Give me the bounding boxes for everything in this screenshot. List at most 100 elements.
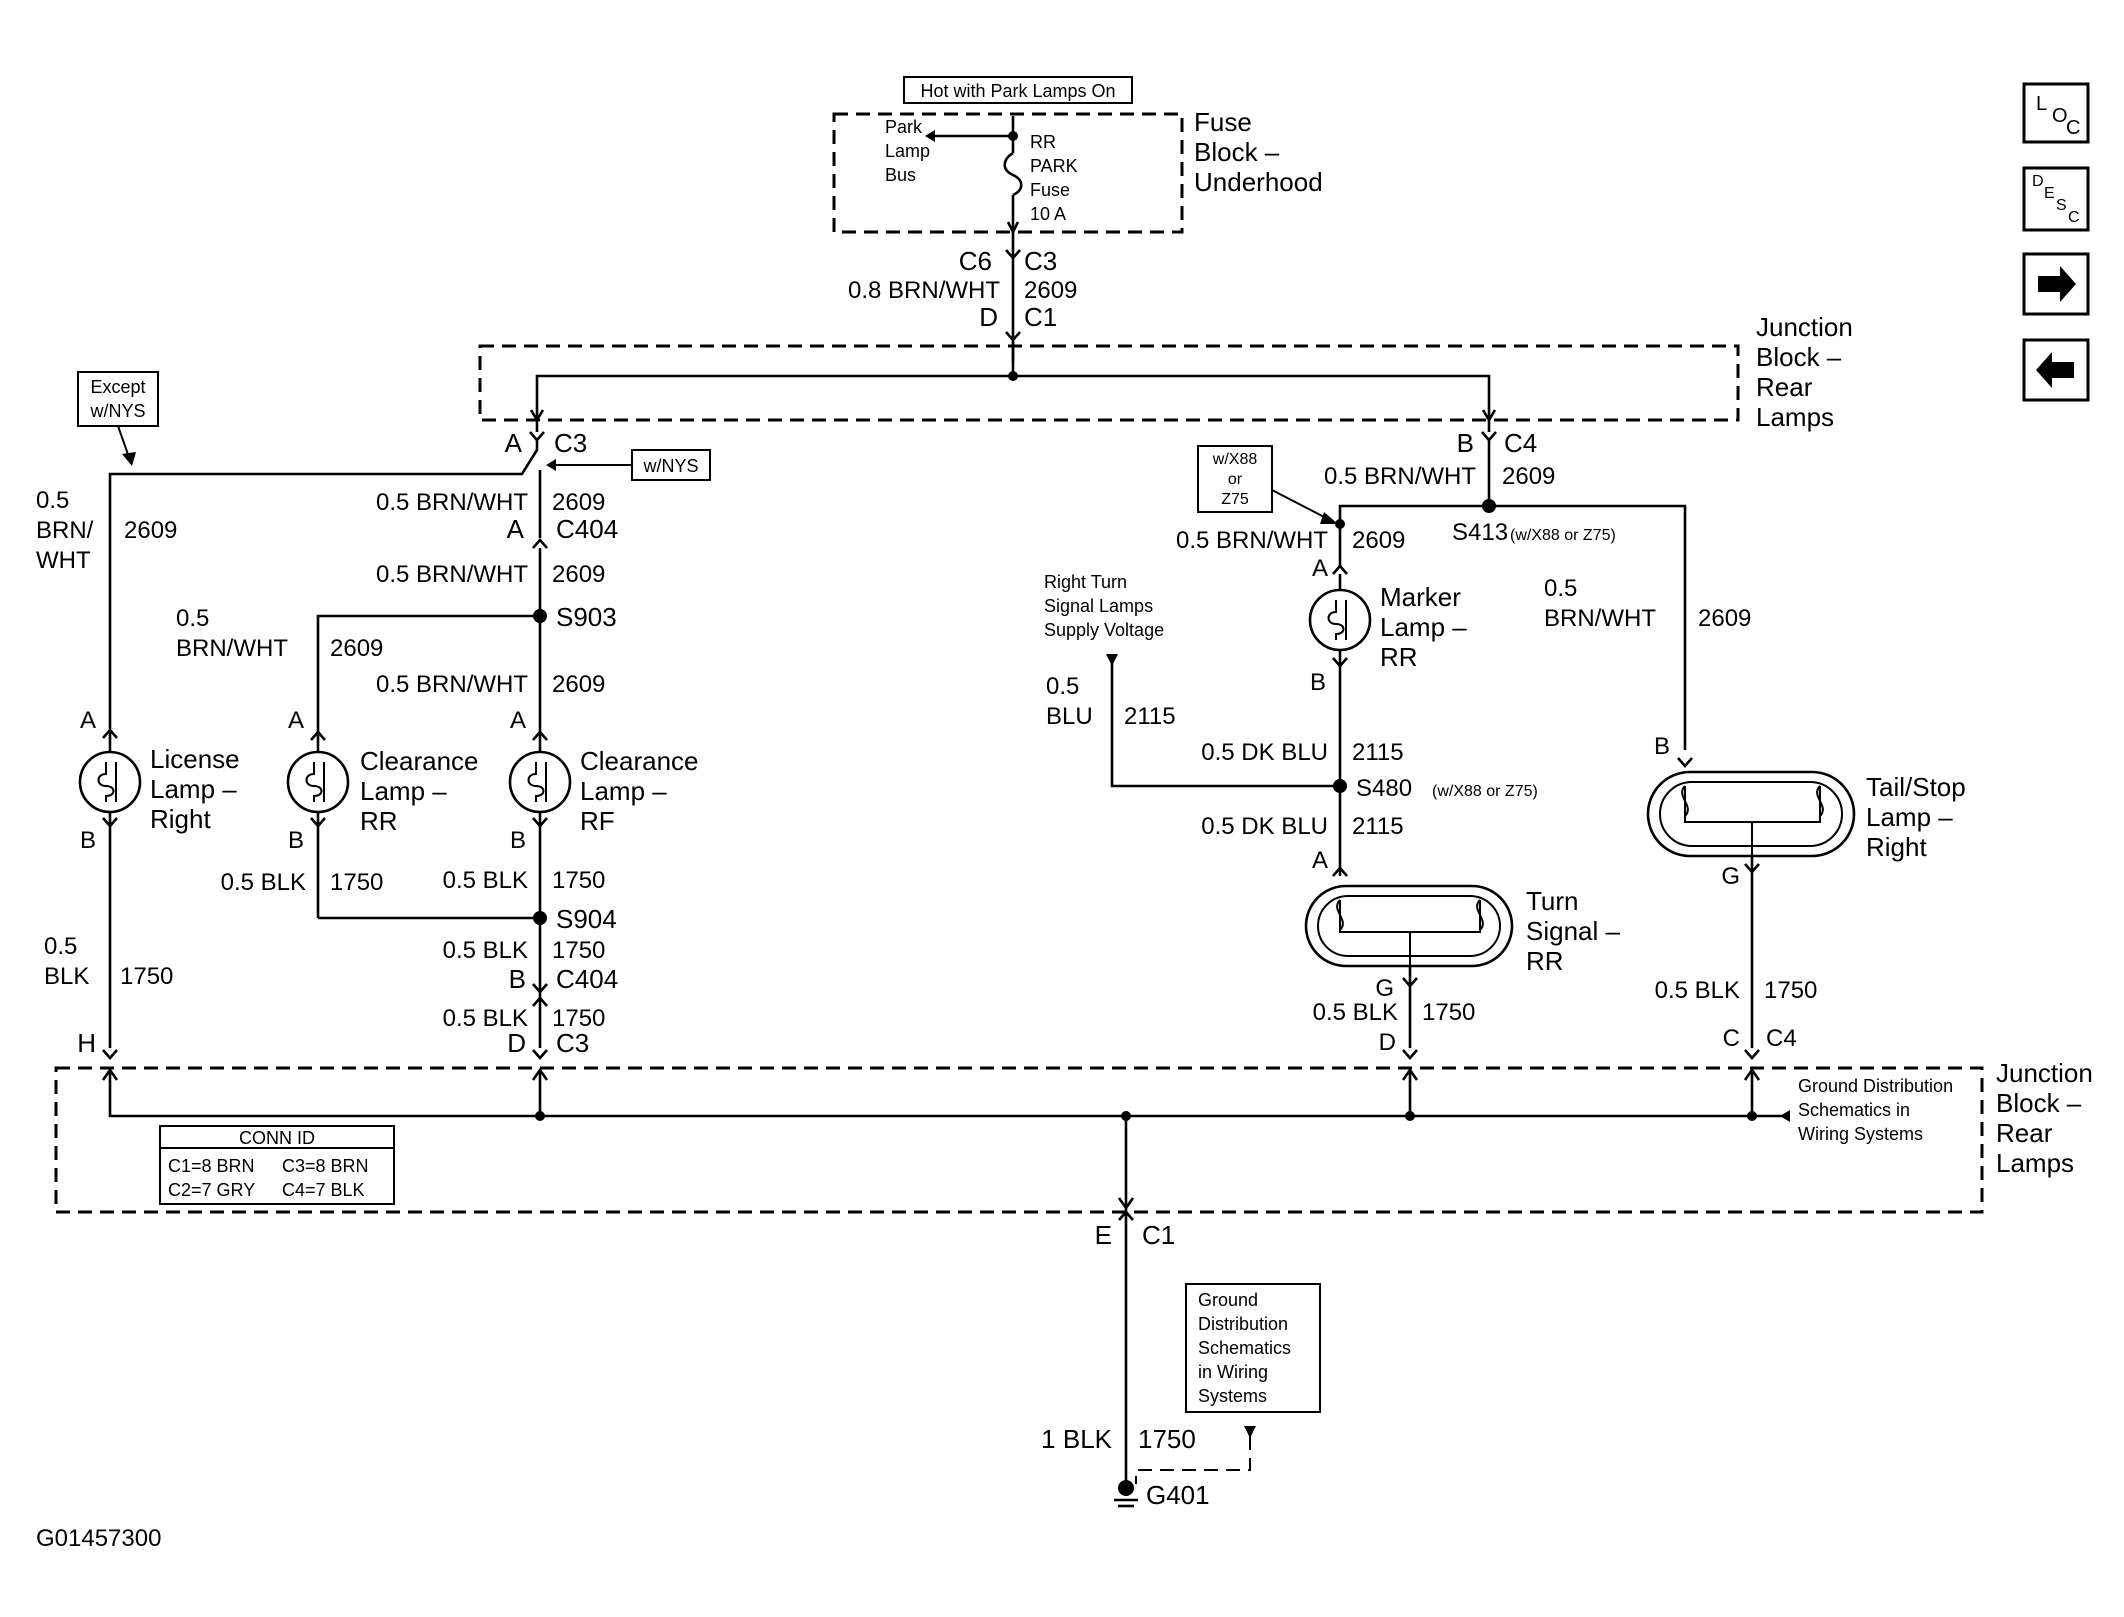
svg-text:Signal Lamps: Signal Lamps	[1044, 596, 1153, 616]
svg-text:RR: RR	[1030, 132, 1056, 152]
turn-gnd-circuit: 1750	[1422, 999, 1475, 1026]
tail-c4-label: C4	[1766, 1025, 1797, 1052]
s413-note: (w/X88 or Z75)	[1510, 527, 1616, 544]
hot-label: Hot with Park Lamps On	[920, 81, 1115, 101]
back-button[interactable]	[2022, 338, 2090, 402]
svg-text:in Wiring: in Wiring	[1198, 1362, 1268, 1382]
svg-text:Supply Voltage: Supply Voltage	[1044, 620, 1164, 640]
svg-text:0.5: 0.5	[44, 933, 77, 960]
right-circuit-3: 2609	[1698, 605, 1751, 632]
splice-s480	[1333, 779, 1347, 793]
ground-wire: 1 BLK	[1041, 1424, 1112, 1454]
svg-text:Ground Distribution: Ground Distribution	[1798, 1076, 1953, 1096]
c404-pin-a: A	[507, 514, 525, 544]
left-gnd-1-circuit: 1750	[330, 869, 383, 896]
svg-text:A: A	[80, 707, 96, 734]
svg-text:Rear: Rear	[1756, 372, 1813, 402]
svg-text:Z75: Z75	[1221, 491, 1249, 508]
svg-text:B: B	[510, 827, 526, 854]
junction-top-title: Junction Block – Rear Lamps	[1756, 312, 1853, 432]
svg-text:C4=7 BLK: C4=7 BLK	[282, 1180, 365, 1200]
svg-text:Fuse: Fuse	[1030, 180, 1070, 200]
turn-pin-a: A	[1312, 847, 1328, 874]
w-x88-label: w/X88 or Z75	[1212, 451, 1258, 508]
ground-c1-label: C1	[1142, 1220, 1175, 1250]
junction-block-top	[478, 344, 1740, 422]
loc-button[interactable]: L O C	[2022, 82, 2090, 144]
svg-text:Rear: Rear	[1996, 1118, 2053, 1148]
svg-text:RR: RR	[360, 806, 398, 836]
svg-text:Right: Right	[150, 804, 211, 834]
svg-text:License: License	[150, 744, 240, 774]
left-gnd-1: 0.5 BLK	[221, 869, 306, 896]
c404-label-a: C404	[556, 514, 618, 544]
fuse-block-box	[832, 112, 1184, 234]
svg-text:Ground: Ground	[1198, 1290, 1258, 1310]
svg-text:D: D	[2032, 173, 2044, 190]
license-h-pin: H	[77, 1028, 96, 1058]
park-lamp-bus-label: Park Lamp Bus	[885, 117, 930, 185]
g401-label: G401	[1146, 1480, 1210, 1510]
svg-text:Except: Except	[90, 377, 145, 397]
svg-text:L: L	[2036, 93, 2047, 115]
c4-connector-label: C4	[1504, 428, 1537, 458]
dkblu-circuit-1: 2115	[1352, 739, 1404, 766]
svg-text:RR: RR	[1380, 642, 1418, 672]
right-circuit-1: 2609	[1502, 463, 1555, 490]
clearance-lamp-rr: A B Clearance Lamp – RR	[286, 707, 479, 854]
svg-text:0.5: 0.5	[1544, 575, 1577, 602]
svg-text:Clearance: Clearance	[580, 746, 699, 776]
fuse-block-title: Fuse Block – Underhood	[1194, 107, 1323, 197]
svg-text:Tail/Stop: Tail/Stop	[1866, 772, 1966, 802]
svg-text:C2=7 GRY: C2=7 GRY	[168, 1180, 255, 1200]
connector-c6-c3-icon	[1005, 249, 1021, 260]
license-lamp: A B License Lamp – Right	[78, 707, 240, 854]
c6-label: C6	[959, 246, 992, 276]
clearance-rr-bulb-icon	[286, 750, 350, 814]
c3-label: C3	[1024, 246, 1057, 276]
tail-c-pin: C	[1723, 1025, 1740, 1052]
license-gnd: 0.5 BLK	[44, 933, 89, 990]
dkblu-wire-1: 0.5 DK BLU	[1201, 739, 1328, 766]
c3-pin-a: A	[505, 428, 523, 458]
svg-text:Lamp –: Lamp –	[150, 774, 237, 804]
blu-wire: 0.5 BLU	[1046, 673, 1093, 730]
svg-text:BRN/: BRN/	[36, 517, 94, 544]
left-wire-3: 0.5 BRN/WHT	[176, 605, 288, 662]
ground-g401-icon	[1118, 1480, 1134, 1496]
marker-pin-a-label: A	[1312, 555, 1328, 582]
bus-arrow-icon	[925, 130, 935, 142]
ground-e-pin: E	[1095, 1220, 1112, 1250]
left-wire-1: 0.5 BRN/WHT	[376, 489, 528, 516]
blu-circuit: 2115	[1124, 703, 1176, 730]
tail-gnd: 0.5 BLK	[1655, 977, 1740, 1004]
svg-text:BLK: BLK	[44, 963, 89, 990]
splice-s904	[533, 911, 547, 925]
right-circuit-2: 2609	[1352, 527, 1405, 554]
connector-a-c3-icon	[529, 431, 545, 442]
c3-connector-label: C3	[554, 428, 587, 458]
s903-label: S903	[556, 602, 617, 632]
supply-arrow-icon	[1106, 654, 1118, 666]
svg-text:B: B	[288, 827, 304, 854]
left-wire-2: 0.5 BRN/WHT	[376, 561, 528, 588]
license-bulb-icon	[78, 750, 142, 814]
svg-text:Lamp –: Lamp –	[580, 776, 667, 806]
tail-pin-b: B	[1654, 733, 1670, 760]
arrow-right-icon	[2038, 266, 2076, 302]
dkblu-circuit-2: 2115	[1352, 813, 1404, 840]
right-wire-1: 0.5 BRN/WHT	[1324, 463, 1476, 490]
svg-text:Right: Right	[1866, 832, 1927, 862]
svg-text:A: A	[510, 707, 526, 734]
next-button[interactable]	[2022, 252, 2090, 316]
left-gnd-2-circuit: 1750	[552, 867, 605, 894]
svg-text:0.5: 0.5	[1046, 673, 1079, 700]
tail-pin-g: G	[1721, 863, 1740, 890]
svg-text:Right Turn: Right Turn	[1044, 572, 1127, 592]
desc-button[interactable]: D E S C	[2022, 166, 2090, 232]
svg-text:O: O	[2052, 105, 2068, 127]
svg-text:BRN/WHT: BRN/WHT	[176, 635, 288, 662]
s413-label: S413	[1452, 519, 1508, 546]
feed-c1-label: C1	[1024, 302, 1057, 332]
